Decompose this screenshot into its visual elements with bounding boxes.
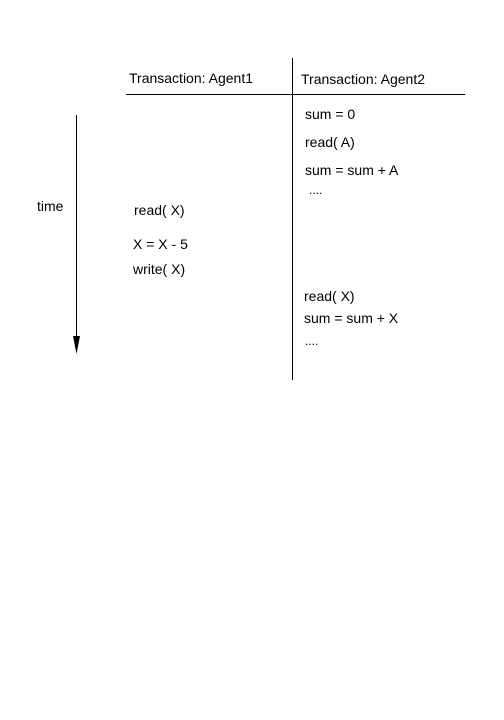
agent2-column-header: Transaction: Agent2 (301, 71, 426, 87)
agent1-column-header: Transaction: Agent1 (129, 70, 254, 86)
agent1-step: X = X - 5 (133, 236, 188, 252)
agent2-step-ellipsis: .... (305, 334, 319, 348)
agent2-step: sum = sum + A (305, 162, 399, 178)
time-axis-arrowhead (73, 336, 80, 354)
agent1-step: read( X) (134, 202, 185, 218)
agent2-step: read( X) (304, 288, 355, 304)
agent2-step: read( A) (305, 134, 355, 150)
agent2-step-ellipsis: .... (309, 183, 323, 197)
time-axis-label: time (37, 198, 64, 214)
agent2-step: sum = sum + X (304, 310, 399, 326)
agent1-step: write( X) (133, 261, 186, 277)
agent2-step: sum = 0 (305, 106, 356, 122)
